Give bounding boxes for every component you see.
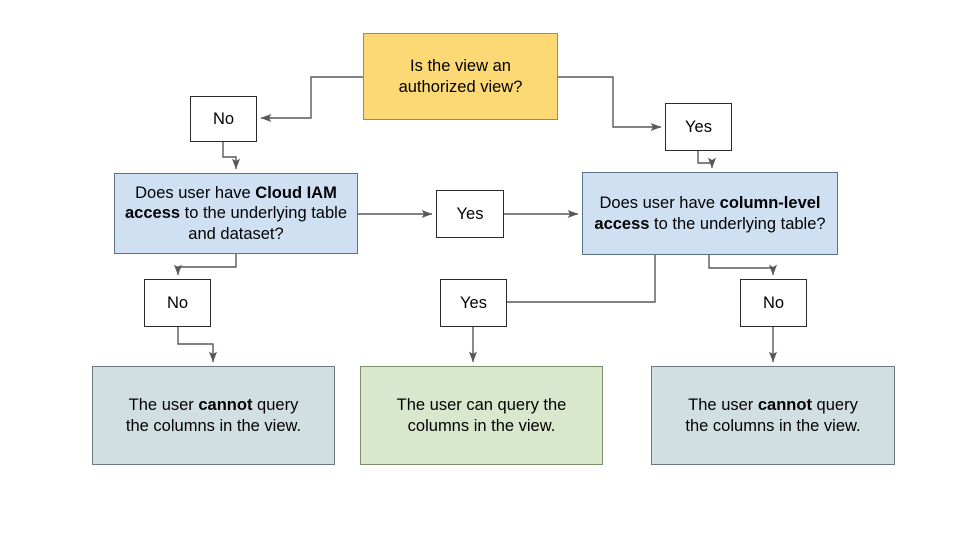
node-result-left[interactable]: The user cannot query the columns in the… xyxy=(92,366,335,465)
result-right-seg3: query the columns in the view. xyxy=(685,396,861,435)
yes-middle-label: Yes xyxy=(456,204,484,223)
start-question-line1: Is the view an xyxy=(410,57,511,76)
node-result-right[interactable]: The user cannot query the columns in the… xyxy=(651,366,895,465)
result-left-seg3: query the columns in the view. xyxy=(125,396,302,435)
no-left-label: No xyxy=(166,293,189,312)
iam-question-seg3: to the underlying table and dataset? xyxy=(180,204,347,243)
column-question-seg3: to the underlying table? xyxy=(649,214,826,233)
iam-question-emphasis: Cloud IAM access xyxy=(124,184,337,223)
edge-start-to-no-top xyxy=(260,76,363,123)
result-left-seg1: The user xyxy=(128,396,199,415)
yes-lower-label: Yes xyxy=(460,293,487,312)
column-question-seg1: Does user have xyxy=(599,194,720,213)
node-no-left[interactable]: No xyxy=(144,279,211,327)
edge-yes-top-to-column-question xyxy=(697,151,717,169)
result-right-emphasis: cannot xyxy=(757,396,812,415)
result-middle-text: The user can query the columns in the vi… xyxy=(396,396,567,435)
column-question-text: Does user have column-level access to th… xyxy=(583,193,837,234)
yes-top-label: Yes xyxy=(685,117,712,136)
edge-iam-question-to-no-left xyxy=(173,254,237,276)
result-right-text: The user cannot query the columns in the… xyxy=(652,395,894,436)
edge-no-top-to-iam-question xyxy=(222,141,241,170)
node-start-question[interactable]: Is the view an authorized view? xyxy=(363,33,558,120)
result-right-seg1: The user xyxy=(688,396,758,415)
edge-no-left-to-result-left xyxy=(177,327,218,363)
no-top-label: No xyxy=(212,109,235,128)
no-right-label: No xyxy=(762,293,785,312)
node-no-right[interactable]: No xyxy=(740,279,807,327)
result-left-text: The user cannot query the columns in the… xyxy=(93,395,334,436)
iam-question-seg1: Does user have xyxy=(135,184,256,203)
start-question-text: Is the view an authorized view? xyxy=(393,56,529,97)
node-column-question[interactable]: Does user have column-level access to th… xyxy=(582,172,838,255)
edge-start-to-yes-top xyxy=(558,76,662,132)
edge-column-question-to-no-right xyxy=(708,255,778,276)
node-yes-lower[interactable]: Yes xyxy=(440,279,507,327)
node-iam-question[interactable]: Does user have Cloud IAM access to the u… xyxy=(114,173,358,254)
node-yes-middle[interactable]: Yes xyxy=(436,190,504,238)
result-left-emphasis: cannot xyxy=(198,396,253,415)
start-question-line2: authorized view? xyxy=(398,77,523,96)
node-result-middle[interactable]: The user can query the columns in the vi… xyxy=(360,366,603,465)
column-question-emphasis: column-level access xyxy=(594,194,821,233)
node-no-top[interactable]: No xyxy=(190,96,257,142)
node-yes-top[interactable]: Yes xyxy=(665,103,732,151)
iam-question-text: Does user have Cloud IAM access to the u… xyxy=(115,183,357,244)
